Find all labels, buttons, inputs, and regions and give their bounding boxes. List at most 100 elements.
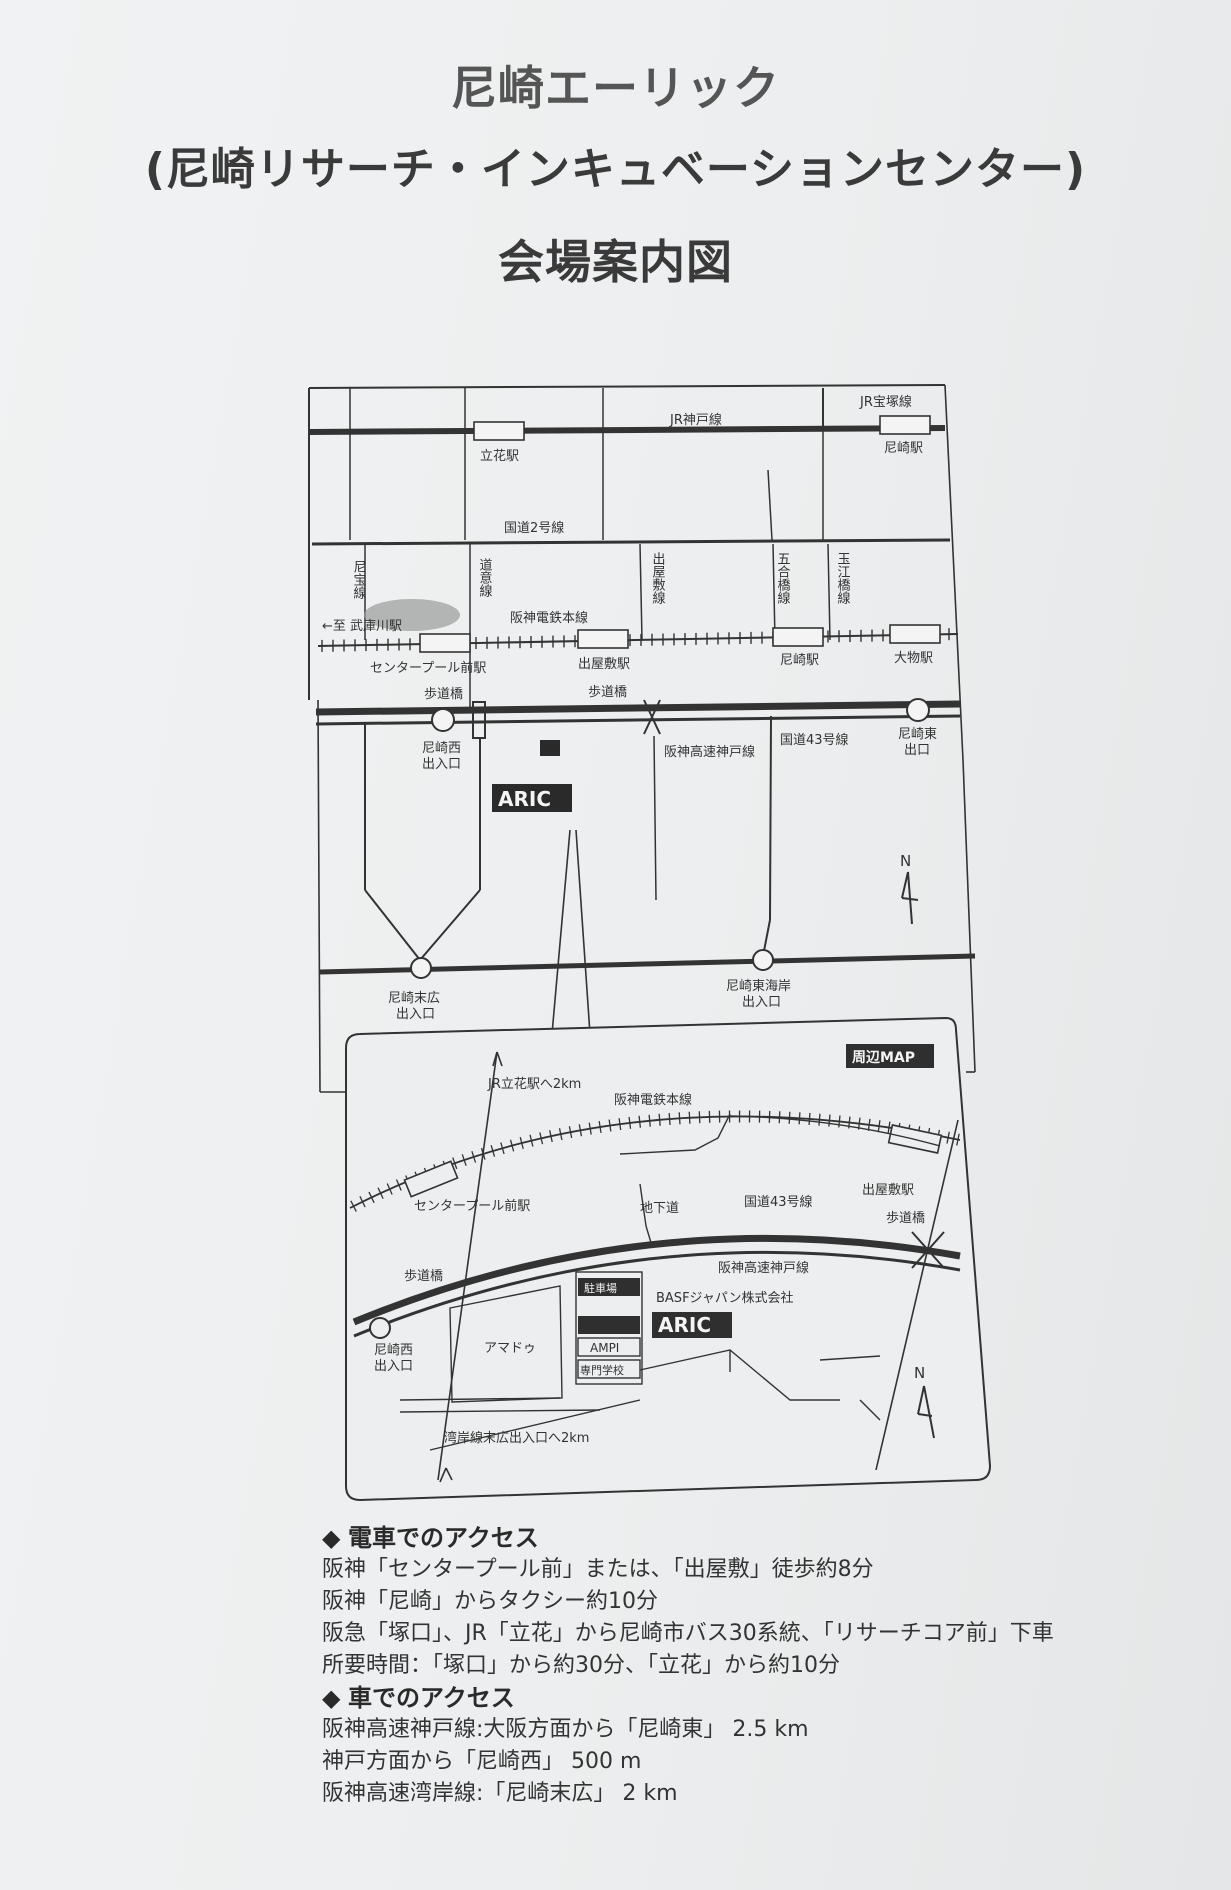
car-access-heading-text: 車でのアクセス	[348, 1684, 515, 1712]
train-access-line: 阪神「尼崎」からタクシー約10分	[322, 1589, 658, 1614]
car-access-heading: ◆車でのアクセス	[322, 1682, 1222, 1714]
train-access-line: 所要時間：「塚口」から約30分、「立花」から約10分	[322, 1653, 840, 1678]
label-amagasaki-nishi: 尼崎西	[422, 741, 461, 756]
label-dousei-line: 道意線	[477, 558, 493, 597]
label-centerpool-station: センタープール前駅	[370, 660, 486, 676]
inset-map-labels: 周辺MAP JR立花駅へ2km 阪神電鉄本線 センタープール前駅 出屋敷駅 地下…	[374, 1049, 925, 1446]
label-amagasaki-hanshin-station: 尼崎駅	[780, 653, 819, 668]
rail-tie	[946, 1131, 950, 1144]
inset-label-to-jr-tachibana: JR立花駅へ2km	[487, 1076, 581, 1092]
rail-tie	[778, 1111, 781, 1124]
label-footbridge-mid: 歩道橋	[588, 685, 627, 700]
rail-tie	[956, 1133, 960, 1146]
diamond-bullet-icon: ◆	[322, 1684, 341, 1712]
rail-tie	[578, 1124, 583, 1137]
rail-tie	[359, 1196, 366, 1208]
inset-label-amagasaki-nishi-exit: 出入口	[374, 1359, 413, 1374]
page-subtitle: (尼崎リサーチ・インキュベーションセンター)	[144, 144, 1087, 195]
rail-tie	[608, 1119, 612, 1132]
label-hanshin-expressway: 阪神高速神戸線	[664, 744, 755, 760]
label-gogoubashi-line: 五合橋線	[775, 552, 791, 604]
label-amagasaki-nishi-exit: 出入口	[422, 757, 461, 772]
rail-tie	[588, 1122, 592, 1135]
rail-tie	[688, 1111, 691, 1124]
rail-tie	[867, 1118, 871, 1131]
inset-label-basf: BASFジャパン株式会社	[656, 1290, 794, 1306]
label-jr-takarazuka-line: JR宝塚線	[859, 394, 912, 410]
car-access-line: 神戸方面から「尼崎西」 500 m	[322, 1749, 642, 1774]
rail-tie	[648, 1114, 651, 1127]
inset-label-route-43: 国道43号線	[744, 1194, 813, 1210]
rail-tie	[529, 1134, 534, 1147]
diamond-bullet-icon: ◆	[322, 1524, 341, 1552]
inset-label-centerpool-station: センタープール前駅	[414, 1198, 530, 1214]
access-info: ◆電車でのアクセス 阪神「センタープール前」または、「出屋敷」徒歩約8分 阪神「…	[322, 1522, 1222, 1810]
inset-label-ampi: AMPI	[590, 1341, 619, 1355]
rail-tie	[350, 1200, 357, 1212]
label-jr-kobe-line: JR神戸線	[669, 412, 722, 428]
inset-label-footbridge-right: 歩道橋	[886, 1211, 925, 1226]
rail-tie	[788, 1111, 791, 1124]
label-higashikaigan-exit: 出入口	[742, 995, 781, 1010]
rail-tie	[549, 1130, 553, 1143]
rail-tie	[558, 1128, 563, 1141]
inset-label-deyashiki-station: 出屋敷駅	[862, 1183, 914, 1198]
label-suehiro: 尼崎末広	[388, 991, 440, 1006]
rail-tie	[452, 1157, 458, 1170]
rail-tie	[539, 1132, 544, 1145]
label-deyashiki-line: 出屋敷線	[650, 552, 666, 604]
label-north-main: N	[900, 852, 911, 870]
rail-tie	[480, 1147, 486, 1160]
rail-tie	[461, 1154, 467, 1166]
rail-tie	[509, 1139, 515, 1152]
rail-tie	[368, 1191, 375, 1204]
rail-tie	[887, 1121, 891, 1134]
rail-tie	[658, 1113, 661, 1126]
label-route-2: 国道2号線	[504, 520, 564, 536]
label-amagasaki-higashi: 尼崎東	[898, 726, 937, 742]
rail-tie	[471, 1150, 477, 1163]
rail-tie	[628, 1116, 632, 1129]
inset-label-parking: 駐車場	[584, 1281, 617, 1295]
page-title: 尼崎エーリック	[451, 61, 780, 115]
rail-tie	[638, 1115, 642, 1128]
inset-label-hanshin-main-line: 阪神電鉄本線	[614, 1092, 692, 1108]
rail-tie	[668, 1112, 671, 1126]
car-access-line: 阪神高速神戸線:大阪方面から「尼崎東」 2.5 km	[322, 1717, 809, 1742]
label-footbridge-left: 歩道橋	[424, 687, 463, 702]
inset-label-hanshin-expressway: 阪神高速神戸線	[718, 1260, 809, 1276]
label-tamaebashi-line: 玉江橋線	[835, 552, 851, 604]
rail-tie	[798, 1112, 801, 1125]
car-access-line: 阪神高速湾岸線:「尼崎末広」 2 km	[322, 1781, 678, 1806]
rail-tie	[838, 1115, 841, 1128]
rail-tie	[386, 1183, 393, 1195]
rail-tie	[678, 1112, 681, 1125]
label-higashikaigan: 尼崎東海岸	[726, 978, 791, 994]
inset-label-underpass: 地下道	[640, 1201, 679, 1216]
inset-map	[345, 1016, 992, 1502]
rail-tie	[808, 1112, 811, 1125]
inset-label-to-suehiro: 湾岸線末広出入口へ2km	[444, 1430, 589, 1446]
rail-tie	[818, 1113, 821, 1126]
train-access-line: 阪神「センタープール前」または、「出屋敷」徒歩約8分	[322, 1557, 874, 1582]
inset-label-amadou: アマドゥ	[484, 1341, 536, 1356]
rail-tie	[519, 1137, 524, 1150]
label-amagasaki-higashi-exit: 出口	[904, 743, 930, 758]
train-access-line: 阪急「塚口」、JR「立花」から尼崎市バス30系統、「リサーチコア前」下車	[322, 1621, 1054, 1646]
rail-tie	[618, 1118, 622, 1131]
rail-tie	[395, 1179, 402, 1191]
label-tachibana-station: 立花駅	[480, 448, 519, 464]
train-access-heading: ◆電車でのアクセス	[322, 1522, 1222, 1554]
label-amahou-line: 尼宝線	[351, 560, 367, 599]
inset-label-amagasaki-nishi: 尼崎西	[374, 1343, 413, 1358]
rail-tie	[877, 1120, 881, 1133]
label-amagasaki-jr-station: 尼崎駅	[884, 441, 923, 456]
rail-tie	[490, 1145, 496, 1157]
label-suehiro-exit: 出入口	[396, 1007, 435, 1022]
inset-label-footbridge-left: 歩道橋	[404, 1269, 443, 1284]
rail-tie	[500, 1142, 505, 1155]
inset-label-school: 専門学校	[580, 1363, 624, 1377]
inset-title: 周辺MAP	[852, 1049, 915, 1066]
